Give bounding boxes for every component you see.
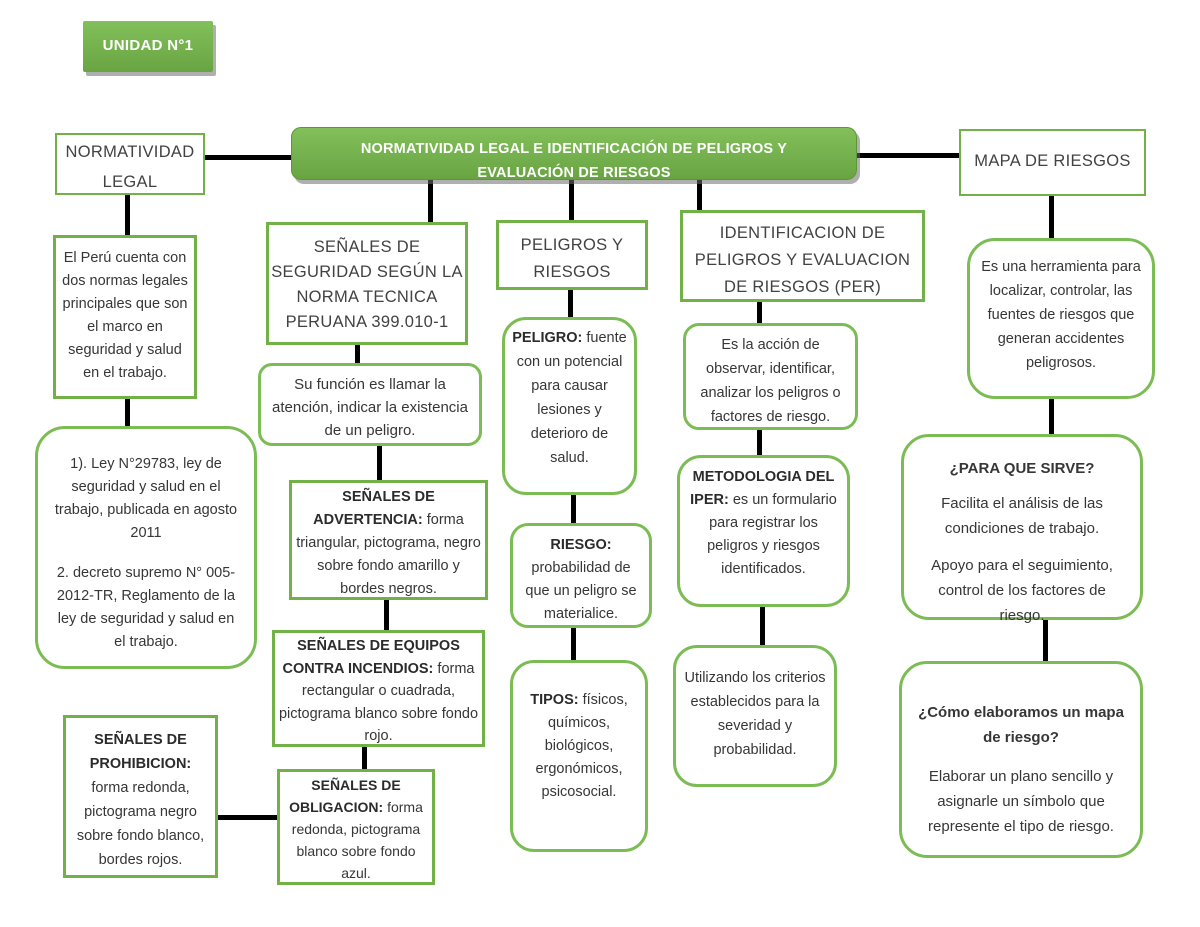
connector-sirve-como	[1043, 620, 1048, 661]
criterios-box: Utilizando los criterios establecidos pa…	[673, 645, 837, 787]
connector-normatividad-banner	[205, 155, 291, 160]
normatividad-laws-box: 1). Ley N°29783, ley de seguridad y salu…	[35, 426, 257, 669]
incendios-label: SEÑALES DE EQUIPOS CONTRA INCENDIOS:	[282, 638, 460, 677]
advertencia-label: SEÑALES DE ADVERTENCIA:	[313, 489, 435, 528]
advertencia-text: forma triangular, pictograma, negro sobr…	[296, 512, 481, 597]
connector-banner-iper	[697, 180, 702, 210]
como-text: Elaborar un plano sencillo y asignarle u…	[928, 768, 1114, 835]
mapa-title: MAPA DE RIESGOS	[974, 152, 1131, 170]
tipos-label: TIPOS:	[530, 692, 579, 708]
mapa-title-box: MAPA DE RIESGOS	[959, 129, 1146, 196]
connector-prohibicion-obligacion	[218, 815, 277, 820]
incendios-text: forma rectangular o cuadrada, pictograma…	[278, 660, 479, 745]
criterios-text: Utilizando los criterios establecidos pa…	[684, 670, 826, 758]
peligros-title-box: PELIGROS Y RIESGOS	[496, 220, 648, 290]
connector-definicion-sirve	[1049, 399, 1054, 434]
connector-peligro-riesgo	[571, 495, 576, 523]
riesgo-box: RIESGO: probabilidad de que un peligro s…	[510, 523, 652, 628]
normatividad-intro-text: El Perú cuenta con dos normas legales pr…	[62, 250, 188, 381]
metodologia-label: METODOLOGIA DEL IPER:	[690, 469, 835, 508]
connector-peligros-peligro	[568, 290, 573, 317]
obligacion-text: forma redonda, pictograma blanco sobre f…	[291, 799, 423, 881]
normatividad-title: NORMATIVIDAD LEGAL	[65, 143, 195, 191]
connector-normatividad-intro	[125, 195, 130, 235]
prohibicion-box: SEÑALES DE PROHIBICION: forma redonda, p…	[63, 715, 218, 878]
senales-title-box: SEÑALES DE SEGURIDAD SEGÚN LA NORMA TECN…	[266, 222, 468, 345]
mapa-definicion-box: Es una herramienta para localizar, contr…	[967, 238, 1155, 399]
iper-title-box: IDENTIFICACION DE PELIGROS Y EVALUACION …	[680, 210, 925, 302]
connector-senales-funcion	[355, 345, 360, 363]
para-que-sirve-box: ¿PARA QUE SIRVE? Facilita el análisis de…	[901, 434, 1143, 624]
connector-metodologia-criterios	[760, 607, 765, 645]
senales-title: SEÑALES DE SEGURIDAD SEGÚN LA NORMA TECN…	[271, 238, 463, 331]
incendios-box: SEÑALES DE EQUIPOS CONTRA INCENDIOS: for…	[272, 630, 485, 747]
tipos-box: TIPOS: físicos, químicos, biológicos, er…	[510, 660, 648, 852]
peligros-title: PELIGROS Y RIESGOS	[520, 236, 624, 281]
iper-title: IDENTIFICACION DE PELIGROS Y EVALUACION …	[694, 224, 911, 296]
peligro-label: PELIGRO:	[512, 330, 583, 346]
connector-riesgo-tipos	[571, 628, 576, 660]
connector-accion-metodologia	[757, 430, 762, 455]
connector-banner-mapa	[857, 153, 959, 158]
riesgo-text: probabilidad de que un peligro se materi…	[525, 560, 637, 622]
obligacion-box: SEÑALES DE OBLIGACION: forma redonda, pi…	[277, 769, 435, 885]
law2-text: 2. decreto supremo N° 005-2012-TR, Regla…	[56, 565, 236, 650]
como-elaboramos-box: ¿Cómo elaboramos un mapa de riesgo? Elab…	[899, 661, 1143, 858]
banner: NORMATIVIDAD LEGAL E IDENTIFICACIÓN DE P…	[291, 127, 857, 180]
tipos-text: físicos, químicos, biológicos, ergonómic…	[535, 692, 628, 800]
unidad-badge: UNIDAD N°1	[83, 21, 213, 72]
connector-incendios-obligacion	[362, 747, 367, 769]
senales-funcion-text: Su función es llamar la atención, indica…	[272, 376, 468, 439]
iper-accion-box: Es la acción de observar, identificar, a…	[683, 323, 858, 430]
normatividad-title-box: NORMATIVIDAD LEGAL	[55, 133, 205, 195]
connector-advertencia-incendios	[384, 600, 389, 630]
senales-funcion-box: Su función es llamar la atención, indica…	[258, 363, 482, 446]
prohibicion-text: forma redonda, pictograma negro sobre fo…	[76, 780, 205, 868]
riesgo-label: RIESGO:	[550, 537, 612, 553]
connector-iper-accion	[757, 302, 762, 323]
law1-text: 1). Ley N°29783, ley de seguridad y salu…	[54, 456, 238, 541]
sirve-p1: Facilita el análisis de las condiciones …	[941, 495, 1103, 537]
prohibicion-label: SEÑALES DE PROHIBICION:	[89, 732, 192, 772]
sirve-title: ¿PARA QUE SIRVE?	[949, 460, 1095, 477]
metodologia-box: METODOLOGIA DEL IPER: es un formulario p…	[677, 455, 850, 607]
obligacion-label: SEÑALES DE OBLIGACION:	[289, 777, 401, 815]
peligro-box: PELIGRO: fuente con un potencial para ca…	[502, 317, 637, 495]
peligro-text: fuente con un potencial para causar lesi…	[516, 330, 627, 466]
metodologia-text: es un formulario para registrar los peli…	[707, 492, 837, 577]
mapa-definicion-text: Es una herramienta para localizar, contr…	[981, 259, 1141, 371]
como-title: ¿Cómo elaboramos un mapa de riesgo?	[918, 704, 1124, 746]
connector-intro-leyes	[125, 398, 130, 426]
advertencia-box: SEÑALES DE ADVERTENCIA: forma triangular…	[289, 480, 488, 600]
normatividad-intro-box: El Perú cuenta con dos normas legales pr…	[53, 235, 197, 399]
connector-banner-peligros	[569, 180, 574, 220]
connector-funcion-advertencia	[377, 446, 382, 480]
connector-banner-senales	[428, 180, 433, 222]
banner-label: NORMATIVIDAD LEGAL E IDENTIFICACIÓN DE P…	[360, 141, 788, 180]
sirve-p2: Apoyo para el seguimiento, control de lo…	[931, 557, 1113, 624]
iper-accion-text: Es la acción de observar, identificar, a…	[700, 337, 841, 425]
connector-mapa-definicion	[1049, 196, 1054, 238]
unidad-label: UNIDAD N°1	[102, 37, 194, 54]
